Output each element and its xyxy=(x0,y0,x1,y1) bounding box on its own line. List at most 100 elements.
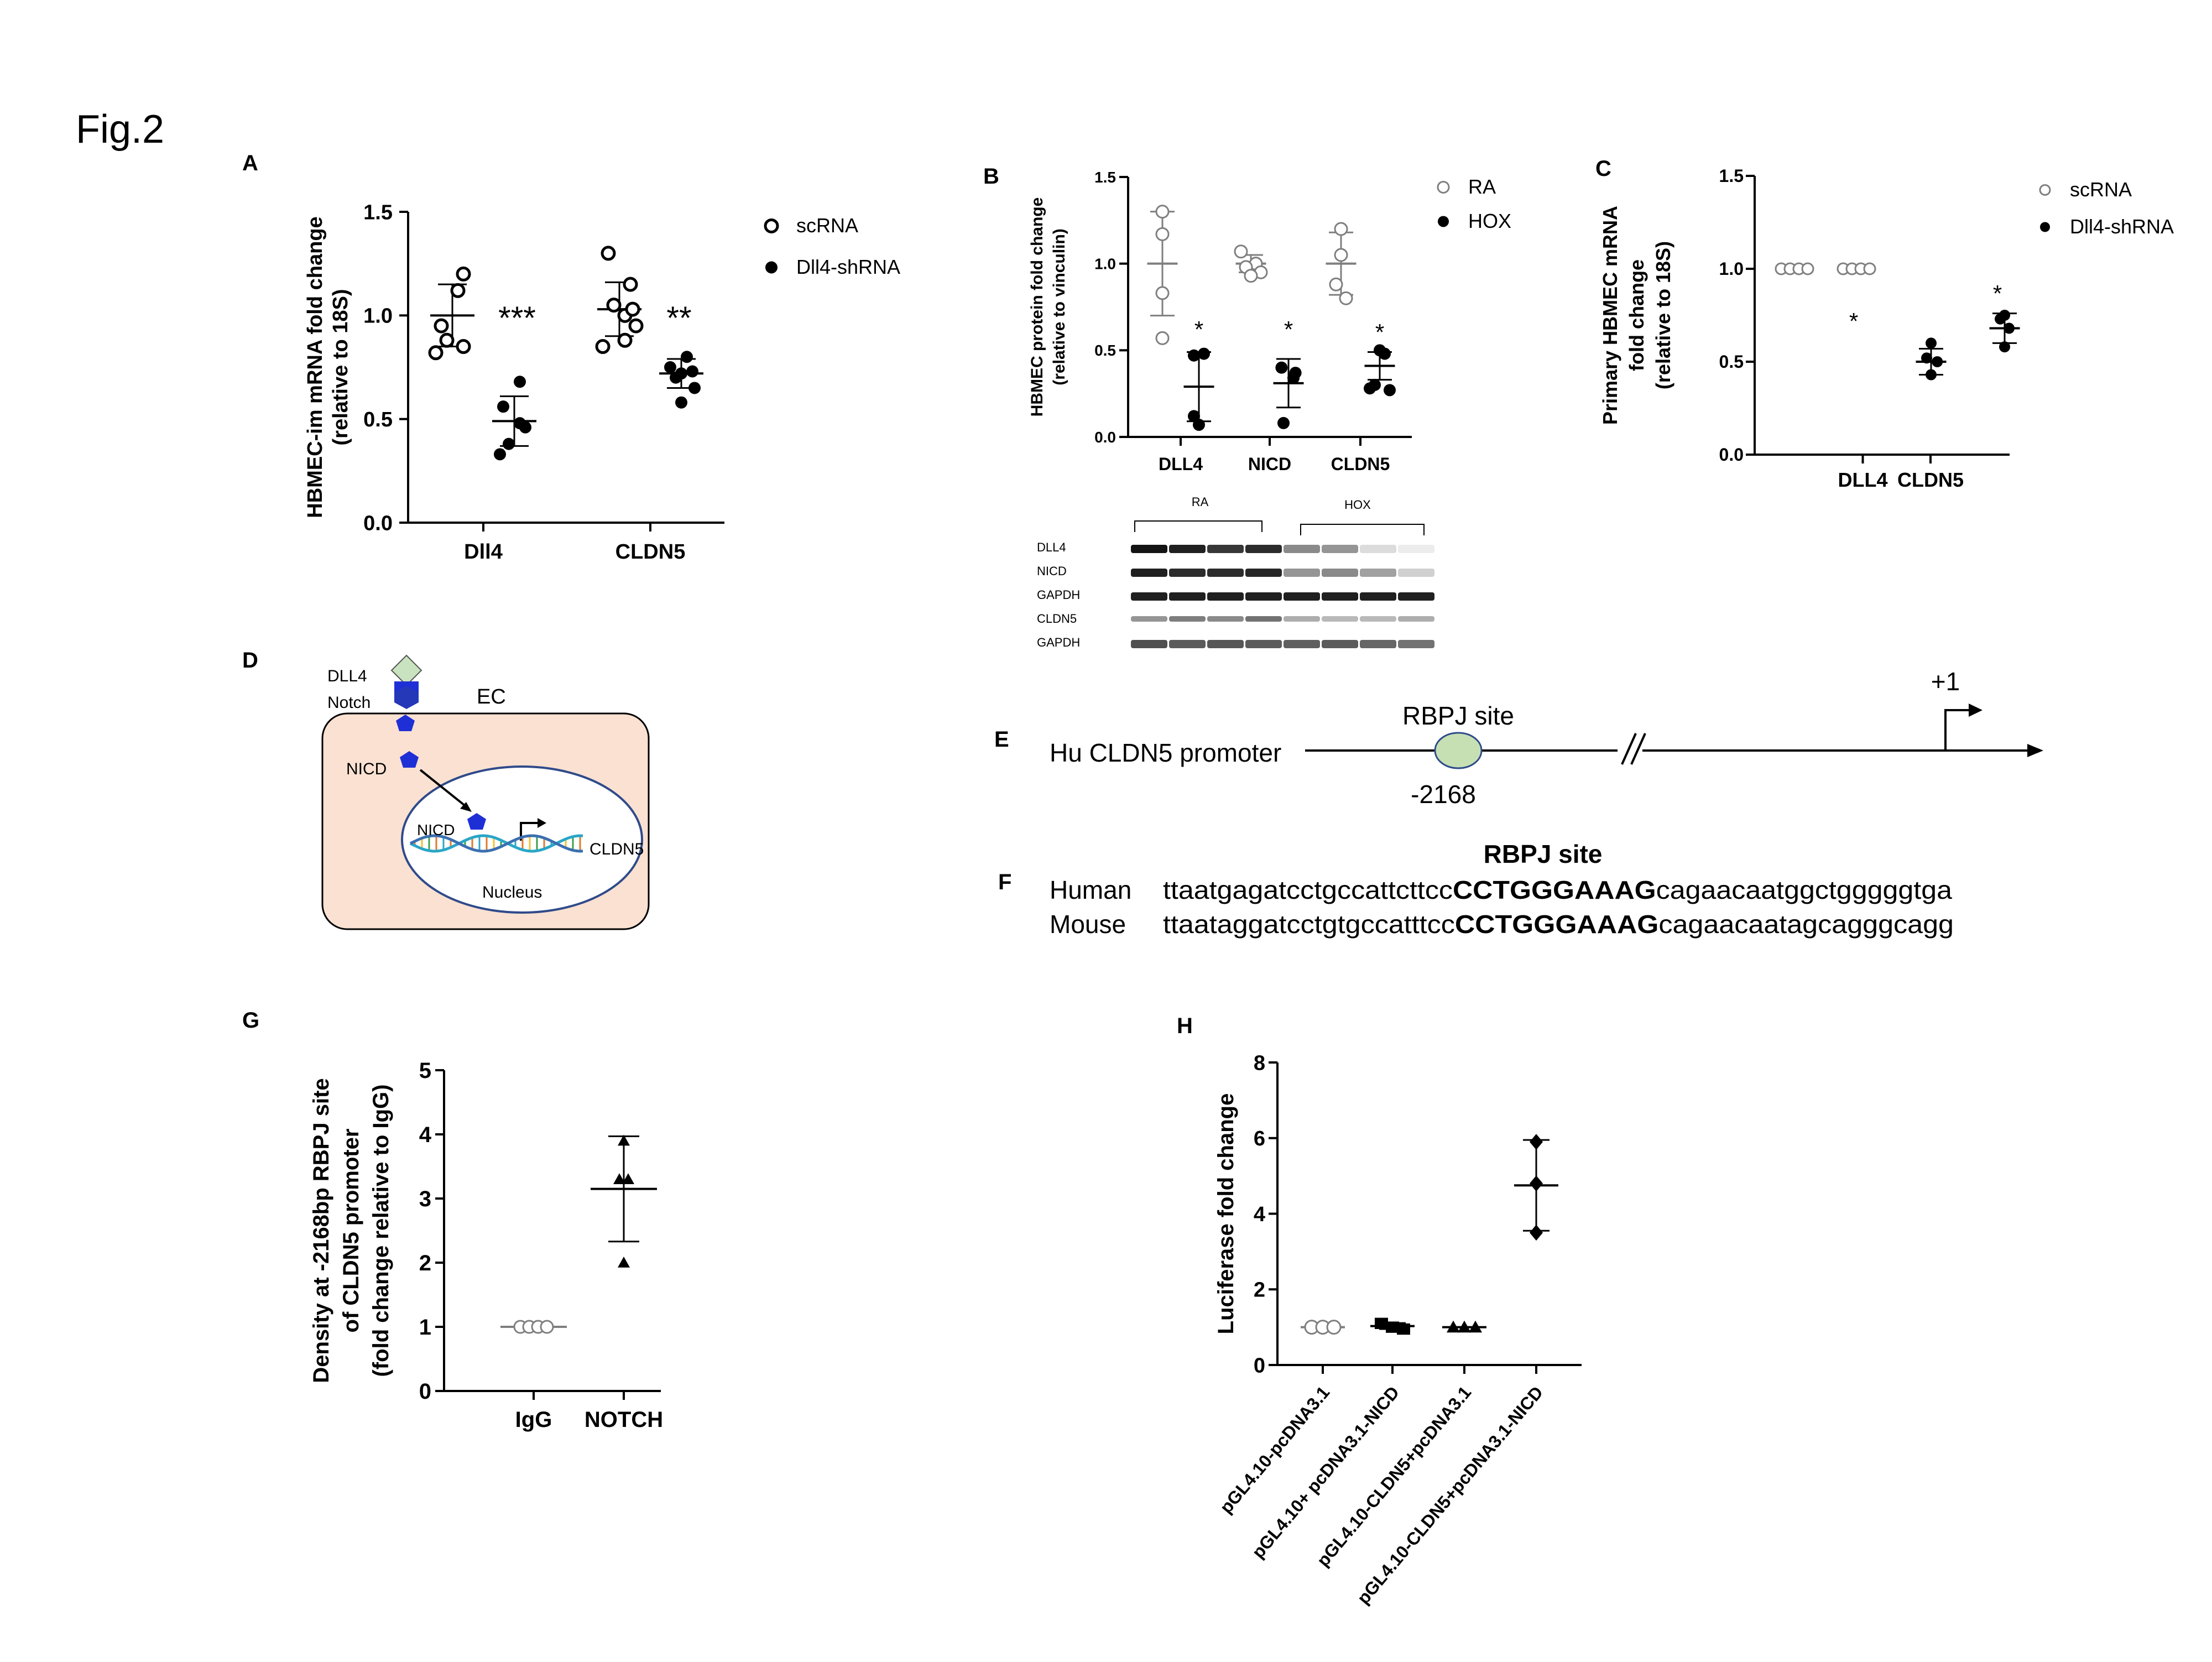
x-tick-label: CLDN5 xyxy=(1331,454,1390,474)
dna-strand xyxy=(409,834,583,853)
data-point xyxy=(688,382,701,394)
blot-band xyxy=(1398,569,1434,577)
y-tick-label: 2 xyxy=(419,1251,431,1275)
rbpj-site-icon xyxy=(1434,732,1483,769)
blot-band xyxy=(1169,569,1206,577)
data-point xyxy=(1155,227,1170,241)
data-point xyxy=(1379,347,1391,360)
western-blot: RA HOX DLL4 NICD GAPDH CLDN5 GAPDH xyxy=(1037,495,1434,649)
y-tick-label: 1.5 xyxy=(363,201,393,224)
legend-label: Dll4-shRNA xyxy=(796,256,900,278)
blot-band xyxy=(1322,616,1358,622)
y-tick-label: 4 xyxy=(419,1123,432,1147)
y-axis-label: HBMEC protein fold change xyxy=(1028,197,1046,417)
data-point xyxy=(1437,180,1450,194)
y-tick-label: 6 xyxy=(1254,1127,1265,1150)
x-tick-label: CLDN5 xyxy=(1897,468,1964,491)
legend-label: Dll4-shRNA xyxy=(2070,215,2174,238)
data-point xyxy=(601,246,616,261)
data-point xyxy=(1995,313,2006,325)
y-axis-label: (relative to 18S) xyxy=(329,289,352,446)
x-tick-label: pGL4.10-CLDN5+pcDNA3.1 xyxy=(1313,1382,1475,1570)
tss-arrow-icon xyxy=(520,822,539,841)
data-point xyxy=(1326,1320,1342,1335)
panel-letter-d: D xyxy=(242,648,258,673)
blot-band xyxy=(1207,640,1244,648)
blot-row-label: GAPDH xyxy=(1037,588,1080,602)
data-point xyxy=(1329,277,1343,291)
y-tick-label: 8 xyxy=(1254,1051,1265,1075)
blot-band xyxy=(1398,616,1434,622)
blot-band xyxy=(1284,545,1320,553)
arrowhead-icon xyxy=(460,802,472,812)
panel-letter-b: B xyxy=(983,164,999,189)
panel-letter-h: H xyxy=(1177,1014,1193,1038)
blot-row-label: NICD xyxy=(1037,564,1067,578)
data-point xyxy=(664,361,676,373)
data-point xyxy=(1193,419,1205,431)
blot-band xyxy=(1284,569,1320,577)
data-point xyxy=(2039,184,2051,196)
site-position-label: -2168 xyxy=(1411,780,1476,809)
y-tick-label: 0 xyxy=(419,1379,431,1404)
data-point xyxy=(675,396,687,409)
data-point xyxy=(623,277,638,292)
blot-row-label: CLDN5 xyxy=(1037,612,1077,626)
panel-letter-g: G xyxy=(242,1008,259,1033)
significance-label: * xyxy=(1194,316,1203,342)
data-point xyxy=(618,1134,630,1146)
y-tick-label: 0.0 xyxy=(363,512,393,535)
y-tick-label: 1.5 xyxy=(1719,166,1744,186)
blot-band xyxy=(1398,545,1434,553)
y-tick-label: 0.0 xyxy=(1719,445,1744,465)
y-tick-label: 1.0 xyxy=(363,305,393,328)
tss-arrowhead-icon xyxy=(538,818,546,828)
dna-helix xyxy=(409,834,583,853)
blot-band xyxy=(1169,616,1206,622)
nicd-label: NICD xyxy=(346,760,387,778)
x-tick-label: DLL4 xyxy=(1838,468,1888,491)
y-axis-label: Primary HBMEC mRNA xyxy=(1599,206,1621,425)
y-axis-label: of CLDN5 promoter xyxy=(339,1129,363,1333)
x-tick-label: Dll4 xyxy=(464,540,503,564)
legend-label: scRNA xyxy=(2070,178,2132,201)
y-axis-label: HBMEC-im mRNA fold change xyxy=(304,216,327,518)
panel-letter-a: A xyxy=(242,151,258,175)
data-point xyxy=(606,298,622,313)
legend-label: RA xyxy=(1468,175,1496,198)
blot-band xyxy=(1284,640,1320,648)
y-axis-label: Density at -2168bp RBPJ site xyxy=(309,1078,333,1383)
promoter-arrowhead-icon xyxy=(2027,744,2043,757)
data-point xyxy=(681,351,693,363)
data-point xyxy=(2004,322,2015,334)
y-tick-label: 2 xyxy=(1254,1279,1265,1302)
blot-band xyxy=(1360,640,1396,648)
tss-arrow-icon xyxy=(1944,709,1970,751)
data-point xyxy=(764,218,779,233)
significance-label: *** xyxy=(498,300,536,336)
data-point xyxy=(1863,262,1876,275)
blot-band xyxy=(1131,592,1167,601)
data-point xyxy=(1334,222,1348,236)
blot-band xyxy=(1360,616,1396,622)
y-tick-label: 0.0 xyxy=(1094,429,1116,446)
nicd-membrane-icon xyxy=(396,715,415,731)
data-point xyxy=(1530,1225,1543,1241)
species-label: Human xyxy=(1050,876,1131,904)
data-point xyxy=(1384,384,1396,397)
notch-signaling-diagram: DLL4 Notch EC NICD NICD CLDN5 Nucleus xyxy=(321,654,650,930)
y-tick-label: 1 xyxy=(419,1315,431,1340)
significance-label: * xyxy=(0,0,5,6)
y-tick-label: 0.5 xyxy=(1094,342,1116,359)
data-point xyxy=(1438,216,1449,227)
y-axis-label: fold change xyxy=(1625,259,1648,371)
ec-label: EC xyxy=(477,685,506,708)
nicd-nuclear-label: NICD xyxy=(417,821,455,838)
data-point xyxy=(456,339,471,355)
significance-label: * xyxy=(1375,319,1384,345)
rbpj-motif: CCTGGGAAAG xyxy=(1455,910,1658,939)
sequence-alignment: RBPJ site Human Mouse ttaatgagatcctgccat… xyxy=(1050,840,1954,939)
cldn5-gene-label: CLDN5 xyxy=(589,840,644,858)
